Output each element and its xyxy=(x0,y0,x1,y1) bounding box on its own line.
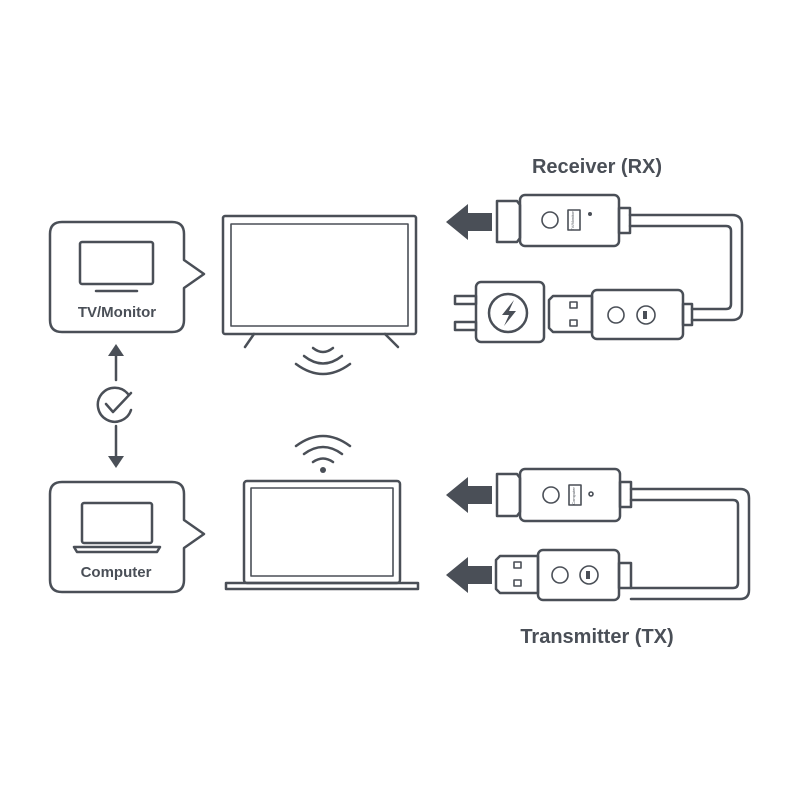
power-icon xyxy=(636,305,656,325)
connection-indicator xyxy=(96,344,133,468)
wifi-signal-icon xyxy=(294,346,352,376)
arrow-left-icon xyxy=(446,477,492,513)
tv-monitor-card: TV/Monitor xyxy=(48,220,206,334)
arrow-left-icon xyxy=(446,204,492,240)
transmitter-label: Transmitter (TX) xyxy=(520,626,673,648)
power-icon xyxy=(579,565,599,585)
lightning-bolt-icon xyxy=(487,292,529,334)
arrow-up-icon xyxy=(108,344,124,356)
computer-label: Computer xyxy=(81,564,152,581)
wifi-signal-icon xyxy=(294,434,352,473)
tv-monitor-label: TV/Monitor xyxy=(78,304,156,321)
computer-card: Computer xyxy=(48,480,206,594)
tv-illustration xyxy=(221,214,418,349)
transmitter-hdmi-dongle: Computer xyxy=(495,467,633,523)
monitor-icon xyxy=(78,240,155,293)
arrow-down-icon xyxy=(108,456,124,468)
transmitter-usb-plug xyxy=(494,548,633,602)
checkmark-circle-icon xyxy=(96,386,133,423)
receiver-label: Receiver (RX) xyxy=(532,156,662,178)
svg-text:TV/Monitor: TV/Monitor xyxy=(570,211,575,231)
usb-power-adapter xyxy=(453,280,546,344)
svg-text:Computer: Computer xyxy=(571,487,576,505)
laptop-icon xyxy=(72,501,162,554)
arrow-left-icon xyxy=(446,557,492,593)
receiver-usb-plug xyxy=(547,288,694,341)
receiver-hdmi-dongle: TV/Monitor xyxy=(495,193,632,248)
laptop-illustration xyxy=(224,479,420,591)
